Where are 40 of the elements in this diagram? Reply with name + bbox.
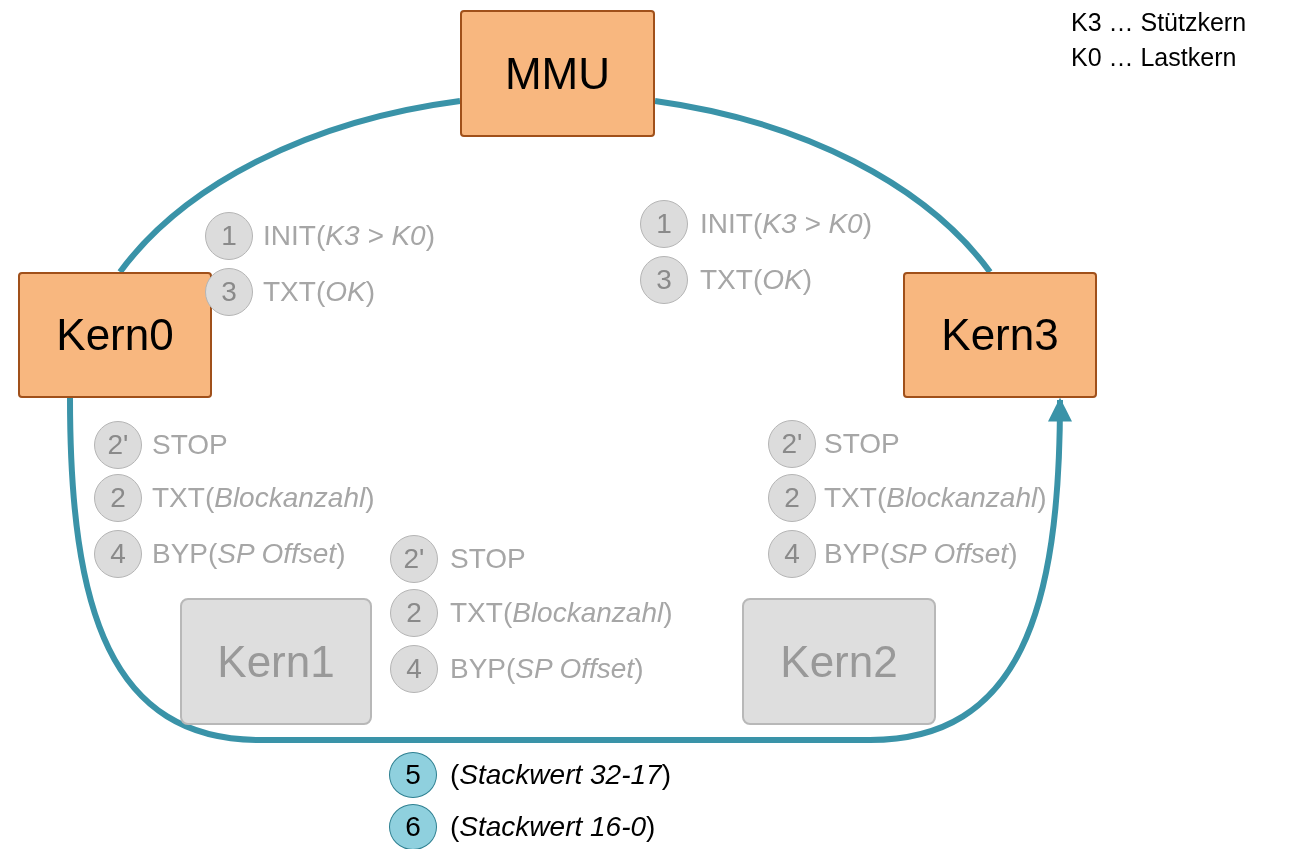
message-text: STOP <box>152 428 228 462</box>
step-number: 2' <box>94 421 142 469</box>
step-number: 2' <box>390 535 438 583</box>
message-text: INIT(K3 > K0) <box>700 207 872 241</box>
message-text: BYP(SP Offset) <box>824 537 1018 571</box>
message-text: (Stackwert 32-17) <box>450 758 671 792</box>
message-text: BYP(SP Offset) <box>152 537 346 571</box>
step-number: 3 <box>205 268 253 316</box>
ring-line <box>117 98 461 274</box>
step-number: 2 <box>94 474 142 522</box>
step-number: 4 <box>94 530 142 578</box>
legend-note: K0 … Lastkern <box>1071 43 1237 72</box>
inactive-box: Kern1 <box>180 598 372 725</box>
step-number: 6 <box>389 804 437 849</box>
message-text: TXT(Blockanzahl) <box>152 481 375 515</box>
message-text: TXT(OK) <box>700 263 812 297</box>
step-number: 2' <box>768 420 816 468</box>
legend-note: K3 … Stützkern <box>1071 8 1247 37</box>
process-box: Kern3 <box>903 272 1097 398</box>
message-text: TXT(OK) <box>263 275 375 309</box>
message-text: INIT(K3 > K0) <box>263 219 435 253</box>
inactive-box: Kern2 <box>742 598 936 725</box>
message-text: TXT(Blockanzahl) <box>450 596 673 630</box>
step-number: 2 <box>390 589 438 637</box>
ring-line <box>654 98 993 274</box>
message-text: BYP(SP Offset) <box>450 652 644 686</box>
step-number: 3 <box>640 256 688 304</box>
step-number: 5 <box>389 752 437 798</box>
process-box: MMU <box>460 10 655 137</box>
step-number: 4 <box>768 530 816 578</box>
message-text: (Stackwert 16-0) <box>450 810 656 844</box>
message-text: TXT(Blockanzahl) <box>824 481 1047 515</box>
step-number: 1 <box>205 212 253 260</box>
ring-arrow <box>67 397 1072 743</box>
step-number: 2 <box>768 474 816 522</box>
process-box: Kern0 <box>18 272 212 398</box>
message-text: STOP <box>824 427 900 461</box>
message-text: STOP <box>450 542 526 576</box>
step-number: 1 <box>640 200 688 248</box>
step-number: 4 <box>390 645 438 693</box>
